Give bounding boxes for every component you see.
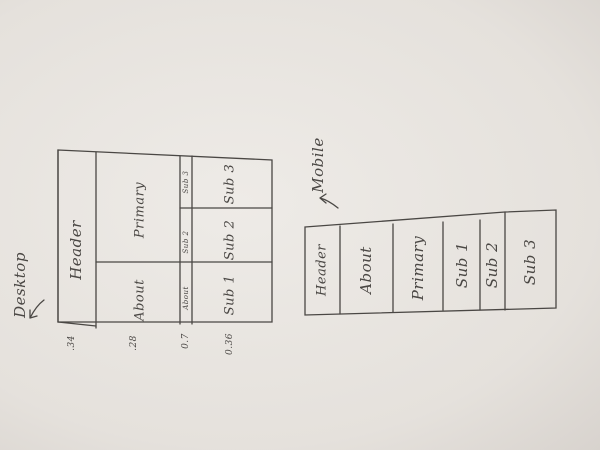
desktop-header-cell: Header bbox=[67, 220, 85, 280]
mobile-outer-frame bbox=[304, 209, 557, 316]
desktop-outer-frame bbox=[57, 149, 273, 323]
mobile-title: Mobile bbox=[309, 137, 327, 193]
desktop-about-cell: About bbox=[132, 279, 148, 321]
desktop-sub2-cell: Sub 2 bbox=[222, 219, 238, 261]
row-fraction-sub: 0.36 bbox=[225, 332, 235, 356]
desktop-sub1-cell: Sub 1 bbox=[222, 274, 238, 316]
desktop-sub3-small-cell: Sub 3 bbox=[182, 170, 190, 194]
row-fraction-about: .28 bbox=[129, 335, 139, 351]
mobile-wireframe bbox=[304, 209, 557, 316]
desktop-wireframe bbox=[57, 149, 273, 329]
desktop-primary-cell: Primary bbox=[132, 181, 148, 239]
desktop-about-small-cell: About bbox=[182, 286, 190, 310]
mobile-primary-cell: Primary bbox=[409, 235, 427, 301]
desktop-title: Desktop bbox=[11, 252, 29, 318]
mobile-header-cell: Header bbox=[314, 243, 330, 297]
desktop-sub3-cell: Sub 3 bbox=[222, 163, 238, 205]
mobile-sub1-cell: Sub 1 bbox=[453, 241, 471, 289]
mobile-sub3-cell: Sub 3 bbox=[521, 238, 539, 286]
mobile-sub2-cell: Sub 2 bbox=[483, 241, 501, 289]
desktop-header-bottom bbox=[57, 321, 97, 327]
desktop-sub2-small-cell: Sub 2 bbox=[182, 230, 190, 254]
mobile-arrow bbox=[319, 193, 339, 209]
row-fraction-header: .34 bbox=[67, 335, 77, 351]
desktop-arrow bbox=[29, 299, 45, 319]
mobile-about-cell: About bbox=[357, 246, 375, 294]
row-fraction-small: 0.7 bbox=[181, 333, 191, 349]
